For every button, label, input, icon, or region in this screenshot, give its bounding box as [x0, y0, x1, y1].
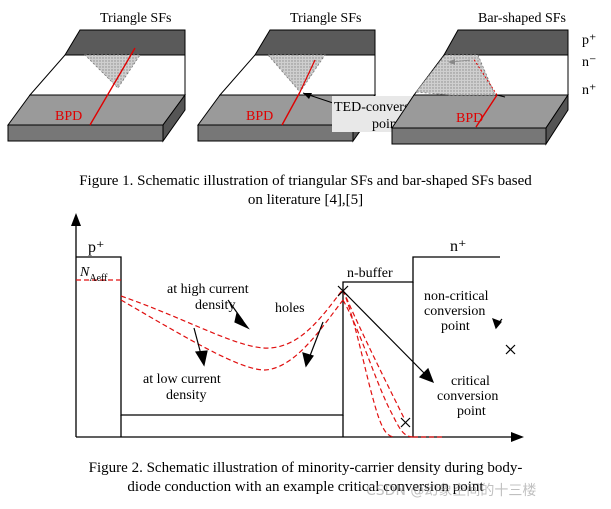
figure-2-caption-line1: Figure 2. Schematic illustration of mino…	[88, 460, 523, 476]
high-current-label-line1: at high current	[167, 282, 249, 297]
low-current-label-line1: at low current	[143, 372, 221, 387]
bpd-line-2	[281, 91, 301, 126]
panel-1-bpd-label: BPD	[55, 109, 82, 124]
panel-2-title: Triangle SFs	[290, 11, 361, 26]
carrier-density-curves	[76, 279, 445, 438]
low-current-curve	[120, 299, 344, 371]
figure-1-caption-line1: Figure 1. Schematic illustration of tria…	[79, 173, 532, 189]
panel-3-bpd-label: BPD	[456, 111, 483, 126]
conversion-marker-noncritical	[505, 344, 516, 355]
n-plus-label: n⁺	[450, 238, 466, 255]
critical-label-line2: conversion	[437, 389, 498, 404]
bpd-line-1	[89, 47, 136, 126]
layer-label-p-plus: p⁺	[582, 33, 596, 48]
noncritical-label-line2: conversion	[424, 304, 485, 319]
arrows	[193, 290, 503, 384]
high-current-label-line2: density	[195, 298, 235, 313]
figure-1-illustration: Triangle SFs BPD Triangle SFs BPD TED-co…	[7, 11, 596, 146]
low-current-label-line2: density	[166, 388, 206, 403]
figure-2-caption-line2: diode conduction with an example critica…	[127, 479, 484, 495]
figure-1-caption-line2: on literature [4],[5]	[247, 192, 364, 208]
conversion-marker-buffer	[337, 285, 349, 297]
panel-3-title: Bar-shaped SFs	[478, 11, 566, 26]
noncritical-label-line1: non-critical	[424, 289, 489, 304]
panel-2-bpd-label: BPD	[246, 109, 273, 124]
holes-label: holes	[275, 301, 305, 316]
layer-label-n-plus: n⁺	[582, 83, 596, 98]
buffer-curve-1	[342, 289, 396, 438]
p-plus-label: p⁺	[88, 239, 104, 256]
figure-1-caption: Figure 1. Schematic illustration of tria…	[0, 172, 611, 210]
n-aeff-label: NAeff	[79, 265, 108, 284]
watermark: CSDN @幻象空间的十三楼	[366, 483, 537, 499]
figure-2-caption: Figure 2. Schematic illustration of mino…	[0, 459, 611, 497]
critical-label-line3: point	[457, 404, 486, 419]
panel-1-triangle-sfs: Triangle SFs BPD	[7, 11, 186, 143]
buffer-curve-2	[342, 299, 414, 438]
doping-profile	[76, 256, 500, 416]
noncritical-label-line3: point	[441, 319, 470, 334]
panel-1-title: Triangle SFs	[100, 11, 171, 26]
panel-3-bar-shaped-sfs: Bar-shaped SFs BPD	[391, 11, 569, 146]
conversion-marker-critical	[400, 417, 411, 428]
triangle-sf-2	[267, 54, 326, 93]
n-buffer-label: n-buffer	[347, 266, 393, 281]
high-current-curve	[120, 288, 344, 349]
layer-label-n-minus: n⁻	[582, 55, 596, 70]
bar-shaped-sf	[415, 54, 496, 96]
critical-label-line1: critical	[451, 374, 490, 389]
